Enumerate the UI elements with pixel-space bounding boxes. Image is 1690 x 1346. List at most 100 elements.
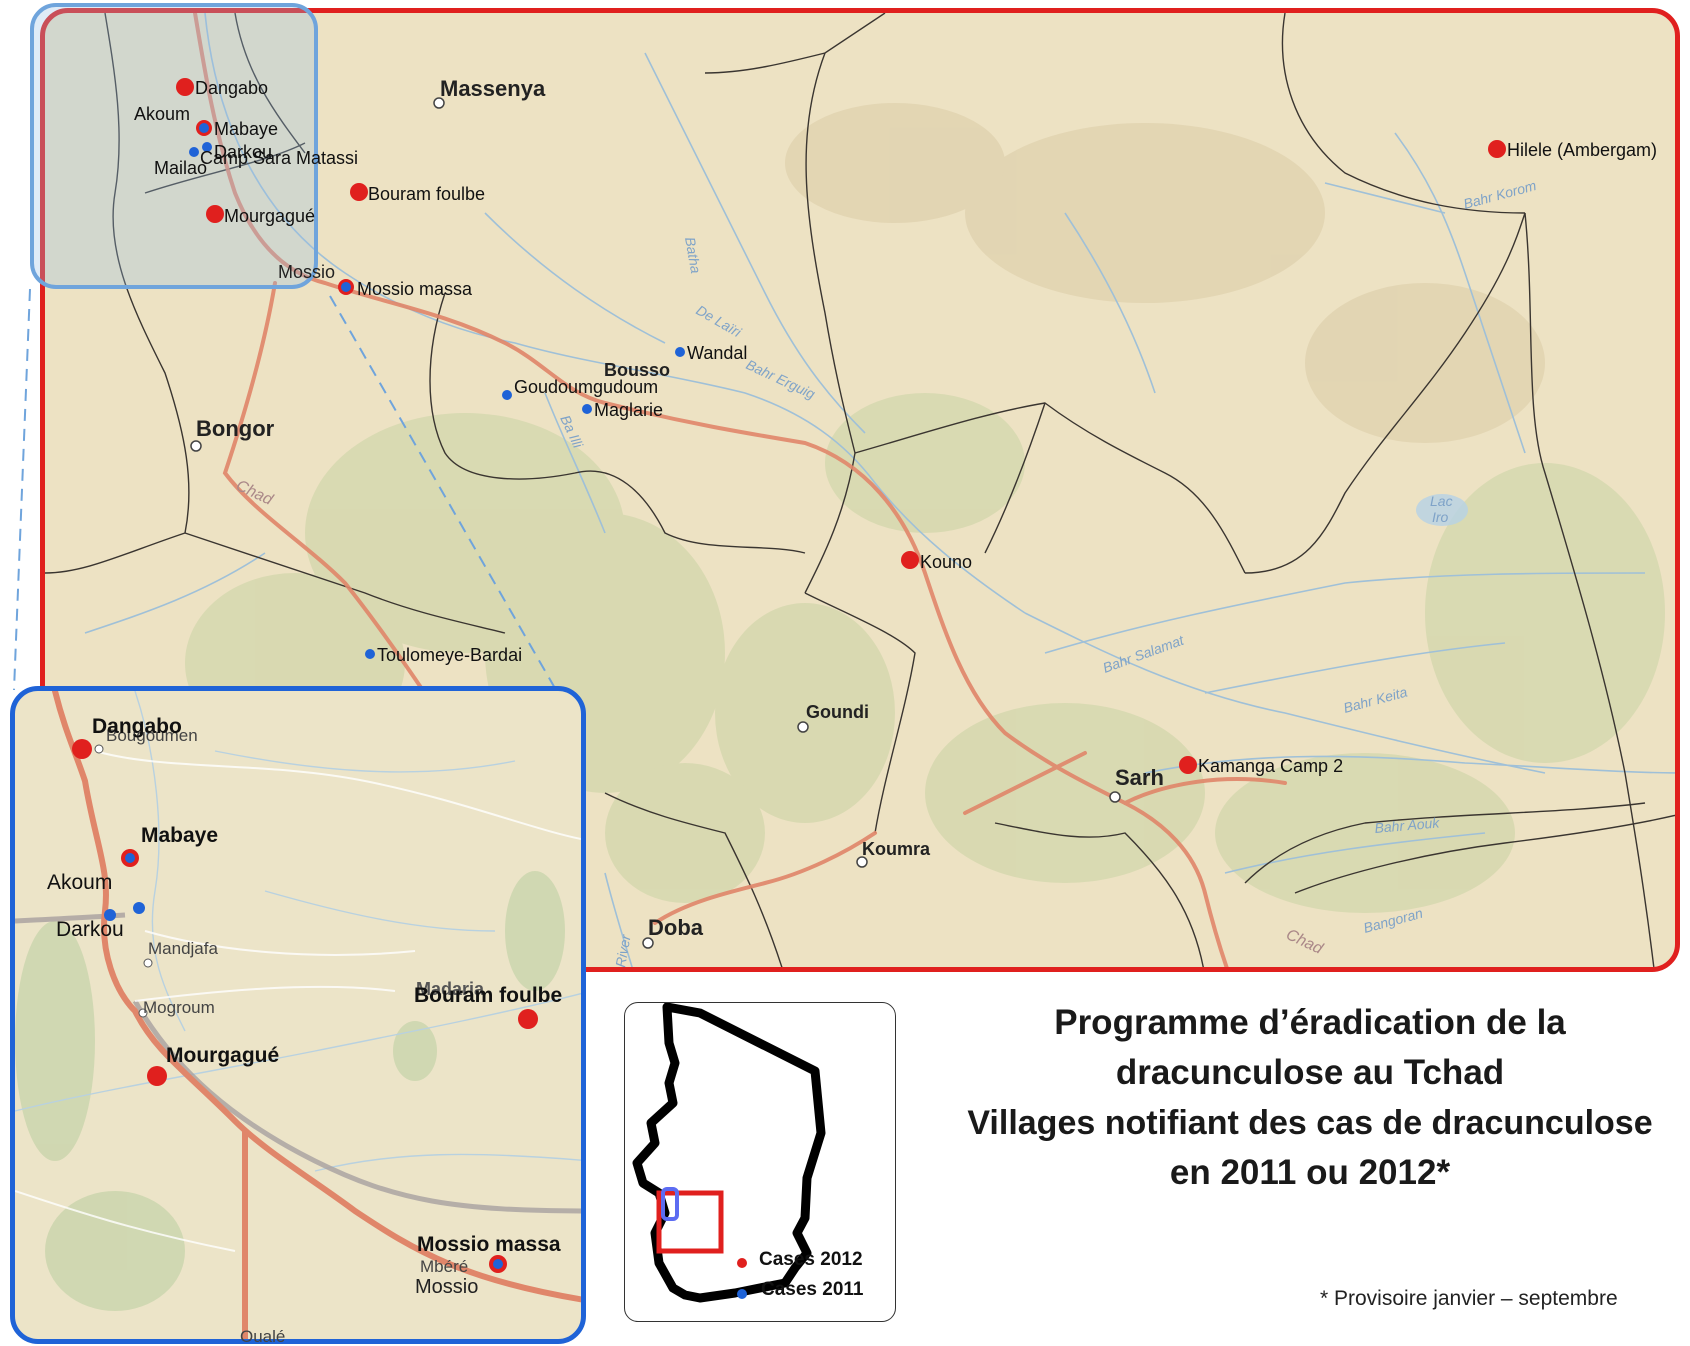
town-label-massenya: Massenya	[440, 76, 546, 101]
vegetation-patches	[185, 393, 1665, 913]
case-2011-toulomeye[interactable]	[365, 649, 375, 659]
village-label-maglarie: Maglarie	[594, 400, 663, 420]
village-label-akoum: Akoum	[134, 104, 190, 124]
case-2012-kamanga[interactable]	[1179, 756, 1197, 774]
overview-locator: Cases 2012 Cases 2011	[624, 1002, 896, 1322]
place-label-mbere: Mbéré	[420, 1257, 468, 1276]
town-marker-koumra	[856, 856, 868, 868]
place-label-mandjafa: Mandjafa	[148, 939, 218, 958]
town-label-bousso: Bousso	[604, 360, 670, 380]
footnote: * Provisoire janvier – septembre	[1320, 1287, 1618, 1310]
inset-map[interactable]	[10, 686, 586, 1344]
title-line-4: en 2011 ou 2012*	[1169, 1153, 1451, 1192]
main-map-extent	[656, 1190, 724, 1254]
legend-label-2011: Cases 2011	[761, 1279, 864, 1300]
town-marker-goundi	[797, 721, 809, 733]
chad-outline	[632, 1003, 826, 1303]
inset-label-akoum: Akoum	[47, 871, 112, 894]
river-label-aouk: Bahr Aouk	[1374, 814, 1441, 836]
admin-boundaries	[45, 13, 1675, 967]
inset-label-bouram-foulbe: Bouram foulbe	[414, 984, 562, 1007]
case-2011-camp-sara[interactable]	[189, 147, 199, 157]
town-label-sarh: Sarh	[1115, 765, 1164, 790]
country-border	[632, 1003, 826, 1303]
village-label-hilele: Hilele (Ambergam)	[1507, 140, 1657, 160]
case-2011-goudoumgudoum[interactable]	[502, 390, 512, 400]
river-label-river: River	[612, 932, 634, 968]
case-2011-mabaye	[199, 123, 209, 133]
inset-label-dangabo: Dangabo	[92, 715, 182, 738]
inset-case-2011-darkou-b[interactable]	[133, 902, 145, 914]
case-2011-maglarie[interactable]	[582, 404, 592, 414]
place-marker-bougoumen	[94, 744, 104, 754]
case-2012-dangabo[interactable]	[176, 78, 194, 96]
village-label-toulomeye: Toulomeye-Bardai	[377, 645, 522, 665]
town-marker-bongor	[190, 440, 202, 452]
case-2011-wandal[interactable]	[675, 347, 685, 357]
village-label-mossio-massa: Mossio massa	[357, 279, 473, 299]
place-label-mossio: Mossio	[415, 1276, 478, 1298]
inset-case-2012-bouram-foulbe[interactable]	[518, 1009, 538, 1029]
legend-dot-2011	[737, 1289, 747, 1299]
case-2012-mourgague[interactable]	[206, 205, 224, 223]
legend-dot-2012	[737, 1258, 747, 1268]
lake	[1416, 494, 1468, 526]
hill-shading	[785, 103, 1545, 443]
villages-2012: Dangabo Mabaye Mourgagué Bouram foulbe M…	[176, 78, 1657, 776]
inset-rivers	[15, 691, 581, 1172]
case-2012-bouram-foulbe[interactable]	[350, 183, 368, 201]
inset-villages-2011: Akoum Darkou	[47, 871, 145, 941]
inset-case-2011-mabaye	[125, 853, 135, 863]
river-label-batha: Batha	[682, 236, 704, 275]
inset-label-mossio-massa: Mossio massa	[417, 1233, 561, 1256]
title-line-2: dracunculose au Tchad	[1115, 1053, 1505, 1092]
town-label-goundi: Goundi	[806, 702, 869, 722]
map-title: Programme d’éradication de la dracunculo…	[930, 998, 1690, 1198]
village-label-mourgague: Mourgagué	[224, 206, 315, 226]
inset-label-mabaye: Mabaye	[141, 824, 218, 847]
inset-roads	[52, 691, 581, 1339]
lake-label-lac: Lac	[1430, 493, 1453, 509]
town-marker-massenya	[433, 97, 445, 109]
main-map-canvas: Chad Batha De Laïri Bahr Erguig Ba Illi …	[45, 13, 1675, 968]
inset-vegetation	[15, 871, 565, 1311]
case-2012-hilele[interactable]	[1488, 140, 1506, 158]
inset-label-mourgague: Mourgagué	[166, 1044, 279, 1067]
inset-places: Bougoumen Mandjafa Mogroum Mossio Mbéré …	[94, 726, 485, 1346]
village-label-wandal: Wandal	[687, 343, 747, 363]
inset-villages-2012: Dangabo Mabaye Mourgagué Bouram foulbe M…	[72, 715, 562, 1273]
village-label-dangabo: Dangabo	[195, 78, 268, 98]
inset-map-extent	[661, 1187, 679, 1221]
case-2012-kouno[interactable]	[901, 551, 919, 569]
village-label-goudoumgudoum: Goudoumgudoum	[514, 377, 658, 397]
place-label-ouale: Oualé	[240, 1327, 285, 1346]
legend-label-2012: Cases 2012	[759, 1249, 863, 1270]
place-label-mogroum: Mogroum	[143, 998, 215, 1017]
rivers	[84, 13, 1675, 967]
place-label-bougoumen: Bougoumen	[106, 726, 198, 745]
towns: Massenya Bongor Bousso Goundi Koumra Dob…	[190, 76, 1164, 949]
inset-minor-roads	[15, 750, 581, 1252]
village-label-darkou: Darkou	[214, 142, 272, 162]
town-marker-sarh	[1109, 791, 1121, 803]
village-label-mailao: Mailao	[154, 158, 207, 178]
place-marker-mandjafa	[143, 958, 153, 968]
title-line-3: Villages notifiant des cas de dracunculo…	[967, 1104, 1653, 1142]
town-label-bongor: Bongor	[196, 416, 275, 441]
inset-extent-box	[30, 3, 318, 289]
town-label-doba: Doba	[648, 915, 704, 940]
village-label-camp-sara: Camp Sara Matassi	[200, 148, 358, 168]
village-label-kamanga: Kamanga Camp 2	[1198, 756, 1343, 776]
inset-case-2012-dangabo[interactable]	[72, 739, 92, 759]
lake-label-iro: Iro	[1432, 509, 1449, 525]
case-2011-darkou[interactable]	[202, 142, 212, 152]
inset-case-2011-darkou-a[interactable]	[104, 909, 116, 921]
village-label-bouram-foulbe: Bouram foulbe	[368, 184, 485, 204]
inset-case-2012-mourgague[interactable]	[147, 1066, 167, 1086]
village-label-mabaye: Mabaye	[214, 119, 278, 139]
village-label-kouno: Kouno	[920, 552, 972, 572]
villages-2011: Akoum Darkou Camp Sara Matassi Mailao Wa…	[134, 104, 747, 665]
